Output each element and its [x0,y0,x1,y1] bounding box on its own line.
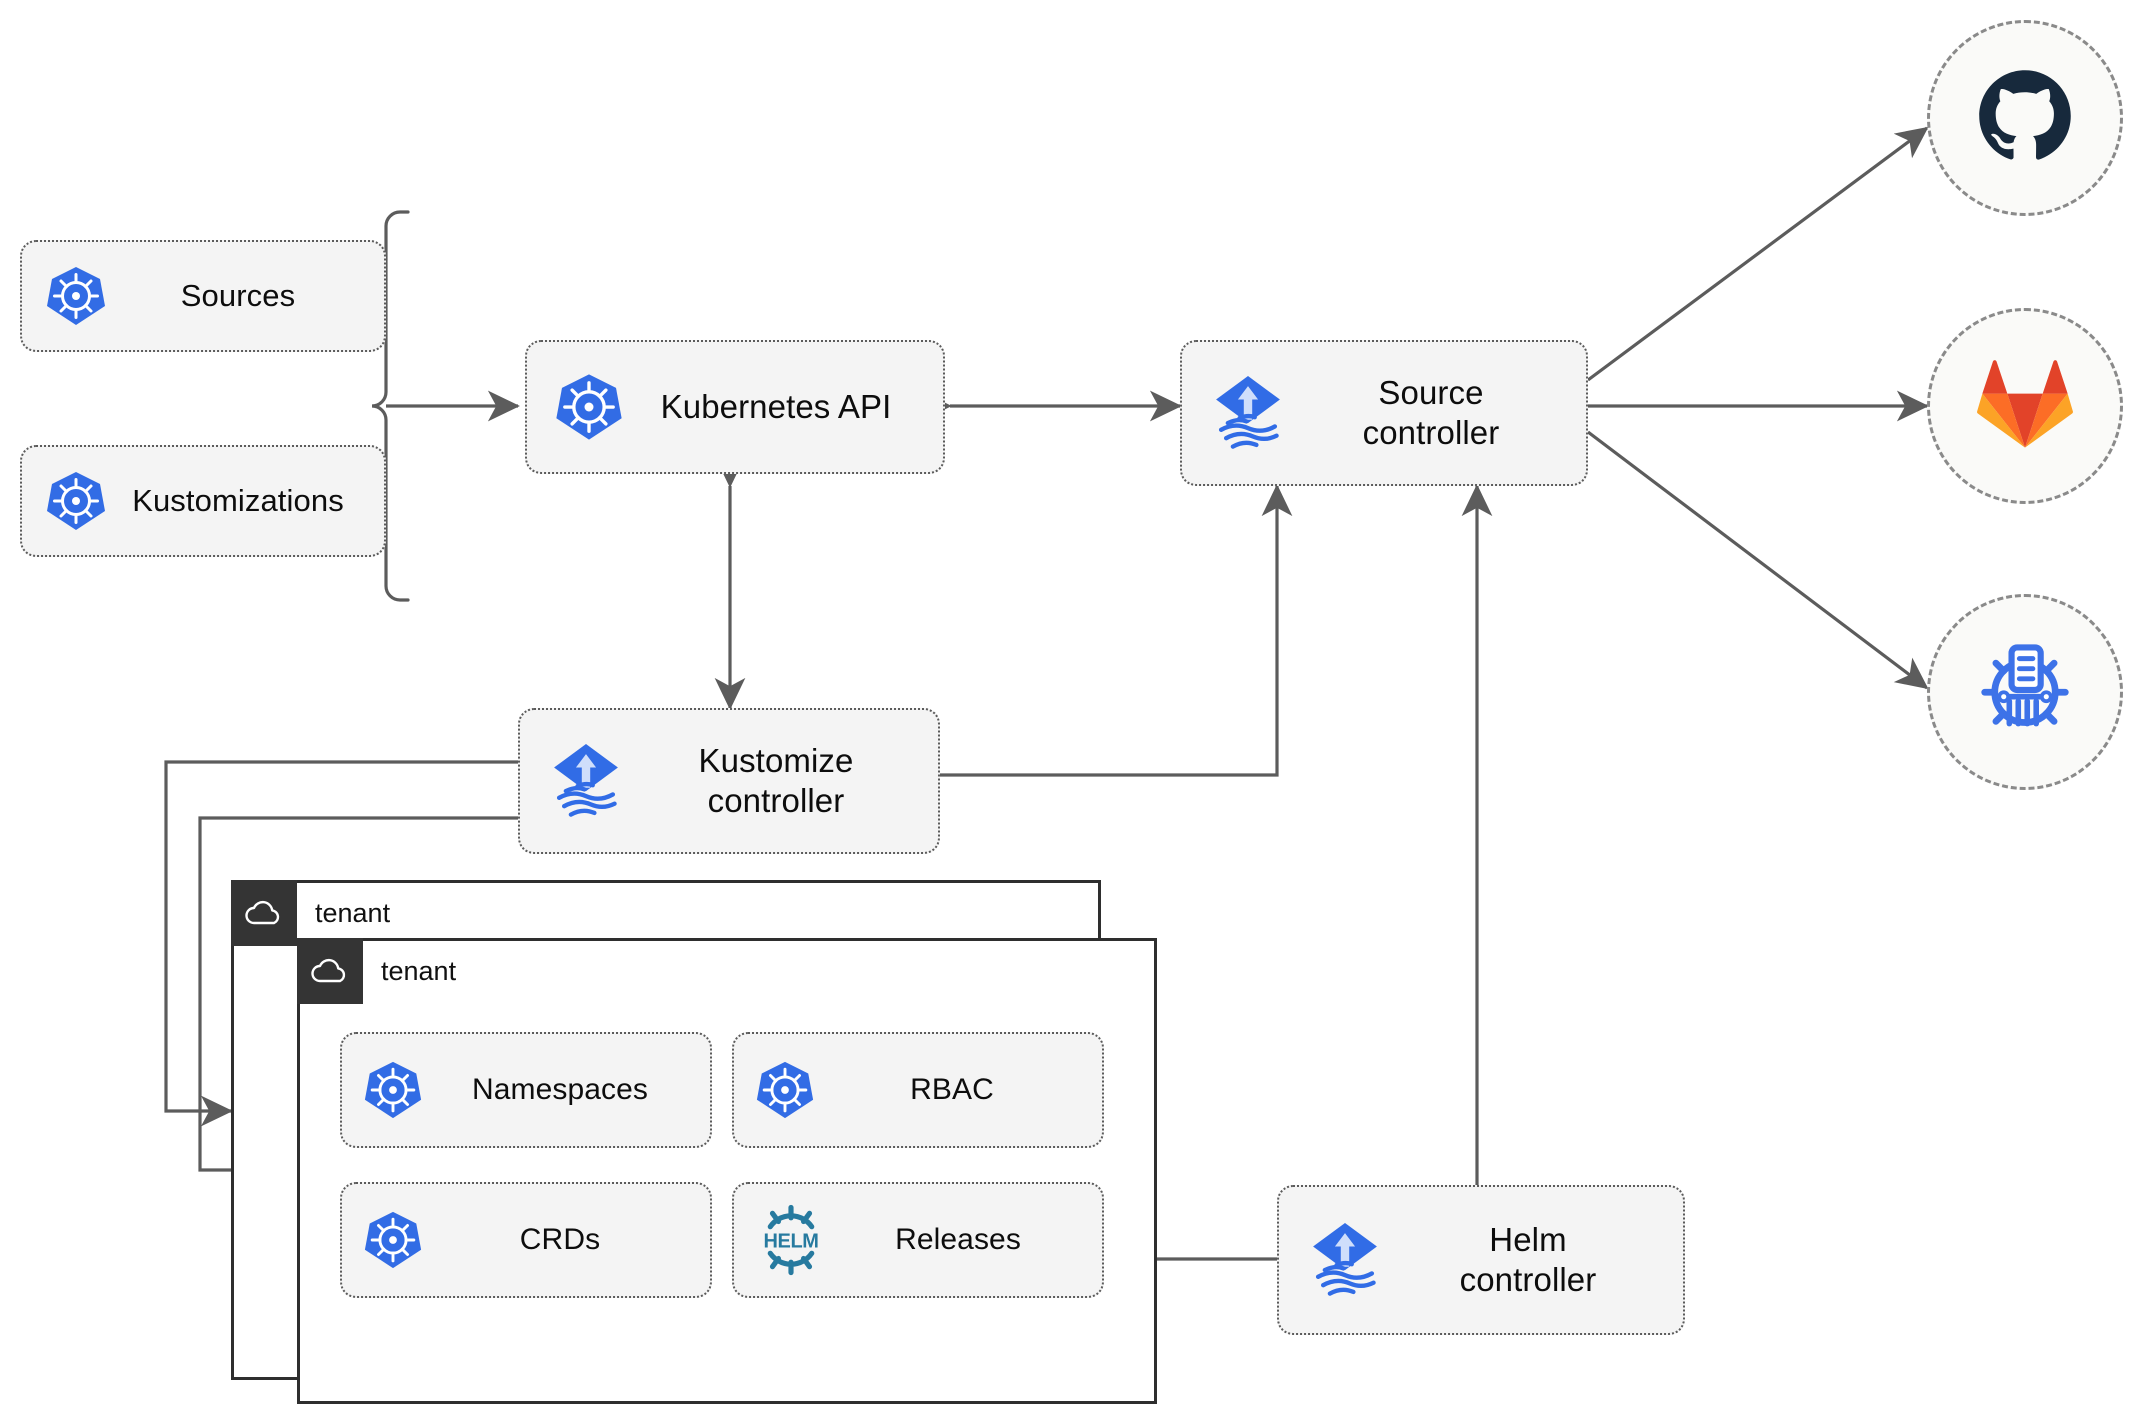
node-label-line2: controller [707,782,845,819]
node-label-line1: Helm [1489,1220,1567,1258]
node-source-controller[interactable]: Source controller [1180,340,1588,486]
node-kustomize-controller[interactable]: Kustomize controller [518,708,940,854]
registry-github[interactable] [1927,20,2123,216]
kubernetes-icon [553,371,625,443]
node-namespaces[interactable]: Namespaces [340,1032,712,1148]
tenant-header: tenant [297,938,456,1004]
node-label-line2: controller [1459,1261,1597,1298]
kubernetes-icon [362,1059,424,1121]
node-label: Releases [895,1222,1021,1256]
flux-icon [544,739,628,823]
node-label: Kustomizations [132,483,344,519]
registry-helm-repository[interactable] [1927,594,2123,790]
kubernetes-icon [362,1209,424,1271]
helm-icon: HELM [754,1203,828,1277]
tenant-label: tenant [381,955,457,986]
node-rbac[interactable]: RBAC [732,1032,1104,1148]
node-label: RBAC [910,1072,994,1106]
node-releases[interactable]: HELM Releases [732,1182,1104,1298]
node-label-line1: Source [1378,373,1484,411]
node-label-line2: controller [1362,414,1500,451]
node-label: Kubernetes API [660,387,892,425]
node-label: Sources [180,278,296,314]
svg-text:HELM: HELM [763,1230,818,1252]
cloud-icon [297,938,363,1004]
flux-icon [1303,1218,1387,1302]
tenant-header: tenant [231,880,390,946]
node-label: Namespaces [471,1072,649,1106]
gitlab-icon [1973,352,2077,461]
node-label: Source controller [1290,373,1578,454]
kubernetes-icon [44,469,108,533]
tenant-container-front[interactable]: tenant [297,938,1157,1404]
node-label-line1: Kustomize [698,741,854,779]
node-label: CRDs [519,1222,601,1256]
node-kubernetes-api[interactable]: Kubernetes API [525,340,945,474]
github-icon [1973,64,2077,173]
kubernetes-icon [44,264,108,328]
node-sources[interactable]: Sources [20,240,386,352]
node-kustomizations[interactable]: Kustomizations [20,445,386,557]
registry-gitlab[interactable] [1927,308,2123,504]
node-crds[interactable]: CRDs [340,1182,712,1298]
node-helm-controller[interactable]: Helm controller [1277,1185,1685,1335]
cloud-icon [231,880,297,946]
helm-repository-icon [1969,634,2081,751]
node-label: Helm controller [1387,1220,1675,1301]
node-label: Kustomize controller [628,741,930,822]
kubernetes-icon [754,1059,816,1121]
flux-icon [1206,371,1290,455]
tenant-label: tenant [315,897,391,928]
